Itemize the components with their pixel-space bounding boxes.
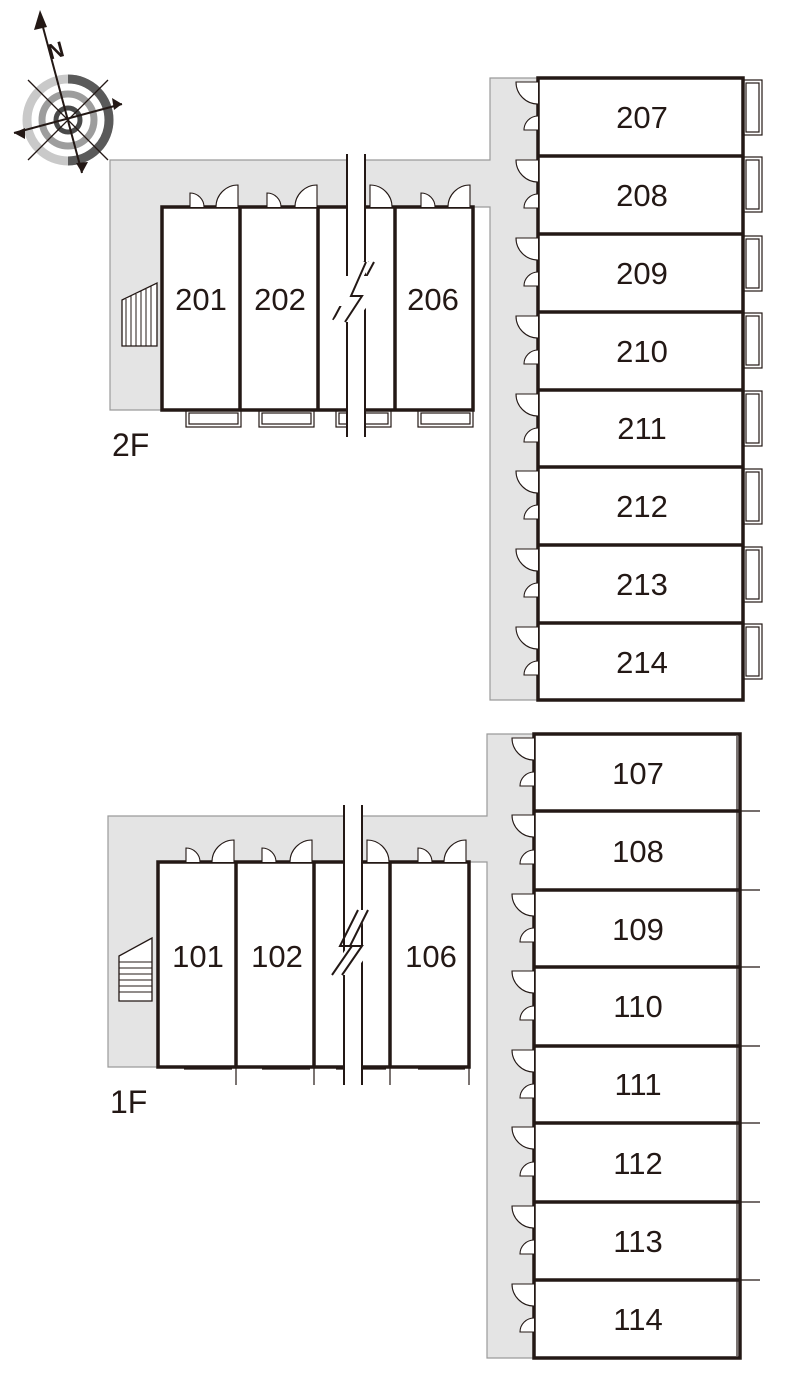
north-label: N	[45, 36, 67, 64]
room-109: 109	[612, 912, 664, 947]
room-201: 201	[175, 282, 227, 317]
staircase-icon	[121, 281, 158, 347]
floor-1-plan: 101 102 106	[107, 732, 760, 1360]
floor-label-1f: 1F	[110, 1084, 147, 1120]
room-113: 113	[613, 1224, 662, 1259]
room-209: 209	[616, 256, 668, 291]
room-106: 106	[405, 939, 457, 974]
room-107: 107	[612, 756, 664, 791]
room-210: 210	[616, 334, 668, 369]
room-211: 211	[617, 411, 666, 446]
room-213: 213	[616, 567, 668, 602]
corridor-2f	[109, 77, 539, 701]
room-101: 101	[172, 939, 224, 974]
room-114: 114	[613, 1302, 662, 1337]
room-110: 110	[613, 989, 662, 1024]
floor-2-plan: 201 202 206	[109, 76, 763, 702]
room-208: 208	[616, 178, 668, 213]
room-102: 102	[251, 939, 303, 974]
room-207: 207	[616, 100, 668, 135]
staircase-icon	[118, 936, 153, 1002]
room-212: 212	[616, 489, 668, 524]
compass-icon: N	[13, 10, 123, 174]
room-202: 202	[254, 282, 306, 317]
room-108: 108	[612, 834, 664, 869]
room-112: 112	[613, 1146, 662, 1181]
room-214: 214	[616, 645, 668, 680]
corridor-1f	[107, 733, 535, 1359]
floor-label-2f: 2F	[112, 427, 149, 463]
room-111: 111	[614, 1067, 661, 1102]
room-206: 206	[407, 282, 459, 317]
